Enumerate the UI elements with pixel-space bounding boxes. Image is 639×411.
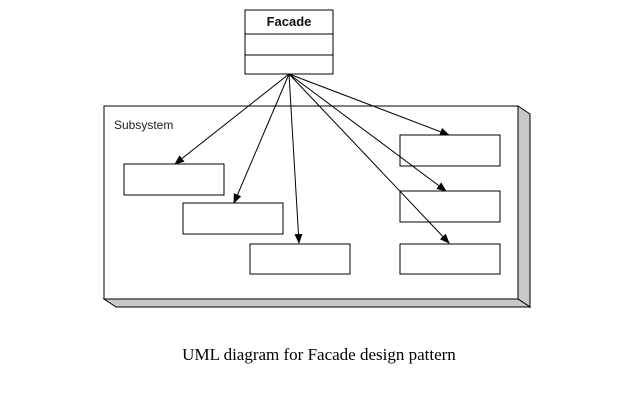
dependency-arrow (174, 73, 290, 165)
facade-class-name: Facade (267, 14, 312, 29)
dependency-arrow (288, 73, 450, 136)
subsystem-class-box (249, 243, 351, 275)
facade-class-body (244, 9, 334, 75)
subsystem-package-shadow-right (517, 105, 531, 308)
facade-class: Facade (244, 9, 334, 75)
dependency-arrows (174, 73, 450, 244)
subsystem-class-box (399, 190, 501, 223)
subsystem-class-box (123, 163, 225, 196)
dependency-arrow (288, 73, 303, 244)
dependency-arrow (233, 73, 290, 204)
subsystem-package-shadow-bottom (102, 298, 532, 308)
subsystem-class-box (399, 134, 501, 167)
subsystem-class-box (182, 202, 284, 235)
dependency-arrow (288, 73, 450, 244)
diagram-caption: UML diagram for Facade design pattern (182, 345, 456, 364)
subsystem-classes (123, 134, 501, 275)
dependency-arrow (288, 73, 447, 192)
subsystem-label: Subsystem (114, 118, 173, 132)
subsystem-class-box (399, 243, 501, 275)
